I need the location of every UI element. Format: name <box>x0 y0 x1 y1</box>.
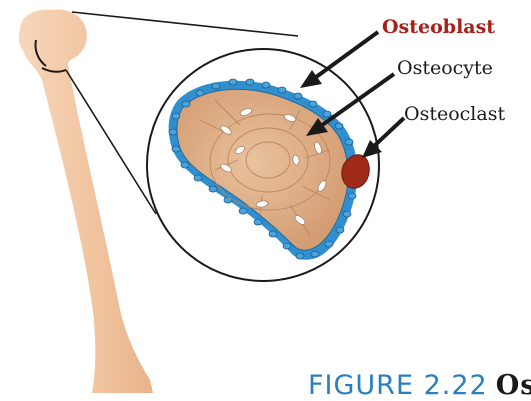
label-osteoclast: Osteoclast <box>404 103 505 125</box>
label-osteocyte: Osteocyte <box>397 57 493 79</box>
label-osteoblast: Osteoblast <box>382 16 495 38</box>
zoom-line-top <box>72 12 298 36</box>
figure-caption: FIGURE 2.22 Ost <box>308 370 531 401</box>
figure-number: FIGURE 2.22 <box>308 370 488 401</box>
femur-bone <box>19 10 153 393</box>
figure-title-fragment: Ost <box>496 370 531 401</box>
